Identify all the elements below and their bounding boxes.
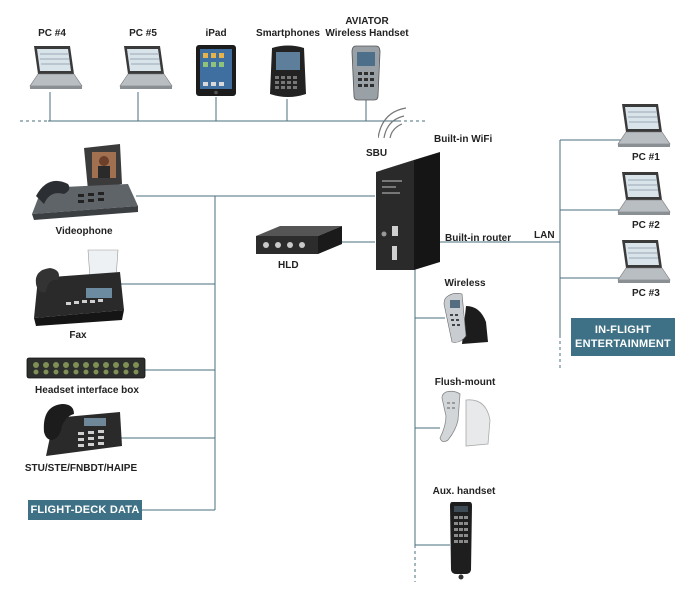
laptop-icon xyxy=(119,46,173,89)
pc4-label: PC #4 xyxy=(38,28,66,39)
flush-mount-phone-icon xyxy=(439,390,491,447)
headset-box-label: Headset interface box xyxy=(35,385,139,396)
flight-deck-data-banner: FLIGHT-DECK DATA xyxy=(28,500,142,520)
aviator-label-line1: AVIATOR xyxy=(345,16,389,27)
wifi-waves-icon xyxy=(378,107,407,139)
tablet-icon xyxy=(196,45,236,96)
inflight-banner-line1: IN-FLIGHT xyxy=(594,324,652,336)
wireless-handset-icon xyxy=(351,45,381,101)
videophone-label: Videophone xyxy=(55,226,113,237)
pc5-label: PC #5 xyxy=(129,28,157,39)
hld-unit-icon xyxy=(256,226,342,254)
laptop-icon xyxy=(617,172,671,215)
fax-icon xyxy=(34,249,124,326)
smartphones-label: Smartphones xyxy=(256,28,320,39)
aux-handset-label: Aux. handset xyxy=(432,486,496,497)
smartphone-icon xyxy=(270,45,306,97)
inflight-banner-line2: ENTERTAINMENT xyxy=(575,338,671,350)
laptop-icon xyxy=(617,104,671,147)
laptop-icon xyxy=(29,46,83,89)
builtin-router-label: Built-in router xyxy=(445,233,512,244)
wireless-phone-icon xyxy=(443,293,488,344)
builtin-wifi-label: Built-in WiFi xyxy=(434,134,493,145)
fax-label: Fax xyxy=(69,330,87,341)
hld-label: HLD xyxy=(278,260,299,271)
videophone-icon xyxy=(32,144,138,220)
wireless-label: Wireless xyxy=(444,278,486,289)
sbu-unit-icon xyxy=(376,152,440,270)
inflight-entertainment-banner: IN-FLIGHT ENTERTAINMENT xyxy=(571,318,675,356)
lan-label: LAN xyxy=(534,230,555,241)
aux-handset-icon xyxy=(450,502,472,580)
pc1-label: PC #1 xyxy=(632,152,660,163)
headset-interface-box-icon xyxy=(26,357,146,379)
sbu-label: SBU xyxy=(366,148,388,159)
pc2-label: PC #2 xyxy=(632,220,660,231)
ipad-label: iPad xyxy=(205,28,227,39)
flush-mount-label: Flush-mount xyxy=(434,377,496,388)
aviator-label-line2: Wireless Handset xyxy=(325,28,409,39)
stu-label: STU/STE/FNBDT/HAIPE xyxy=(24,463,138,474)
flight-deck-banner-text: FLIGHT-DECK DATA xyxy=(30,504,140,516)
pc3-label: PC #3 xyxy=(632,288,660,299)
desk-phone-icon xyxy=(43,404,122,456)
laptop-icon xyxy=(617,240,671,283)
